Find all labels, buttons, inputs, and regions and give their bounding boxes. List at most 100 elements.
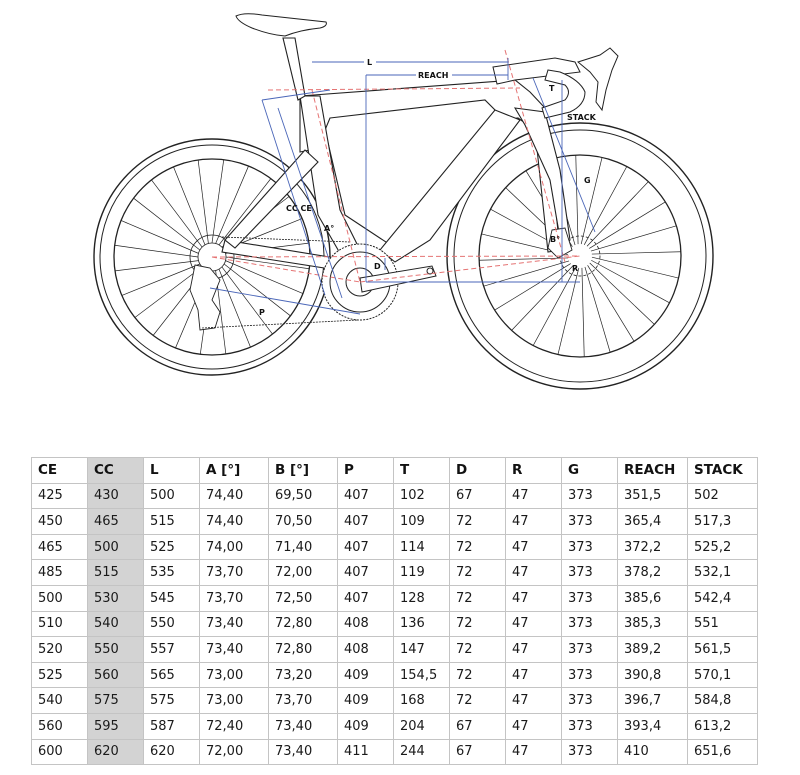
table-cell: 128 (393, 584, 450, 612)
table-cell: 396,7 (617, 687, 688, 714)
table-cell: 47 (505, 482, 562, 510)
table-cell: 465 (31, 533, 88, 561)
dimension-labels: L REACH T STACK G CC CE A° D B° R P (259, 56, 597, 317)
table-cell: 72 (449, 584, 506, 612)
table-cell: 565 (143, 661, 200, 689)
table-cell: 540 (31, 687, 88, 714)
table-cell: 72,80 (268, 636, 338, 663)
column-header-stack: STACK (687, 457, 758, 484)
table-cell: 373 (561, 661, 618, 689)
table-cell: 510 (31, 610, 88, 638)
table-cell: 73,70 (199, 584, 269, 612)
rear-derailleur (189, 264, 221, 331)
table-cell: 584,8 (687, 687, 758, 714)
table-cell: 47 (505, 636, 562, 663)
table-cell: 575 (87, 687, 144, 714)
label-a: A° (324, 224, 334, 233)
table-cell: 67 (449, 738, 506, 766)
table-cell: 373 (561, 584, 618, 612)
table-cell: 73,20 (268, 661, 338, 689)
table-cell: 465 (87, 508, 144, 535)
label-b: B° (550, 235, 560, 244)
table-cell: 373 (561, 508, 618, 535)
table-cell: 373 (561, 738, 618, 766)
table-cell: 542,4 (687, 584, 758, 612)
column-header-ce: CE (31, 457, 88, 484)
label-reach: REACH (418, 71, 448, 80)
table-cell: 407 (337, 508, 394, 535)
table-cell: 47 (505, 687, 562, 714)
table-cell: 525,2 (687, 533, 758, 561)
table-cell: 560 (87, 661, 144, 689)
table-cell: 73,40 (199, 636, 269, 663)
table-cell: 390,8 (617, 661, 688, 689)
table-cell: 365,4 (617, 508, 688, 535)
table-cell: 500 (31, 584, 88, 612)
table-cell: 450 (31, 508, 88, 535)
table-cell: 575 (143, 687, 200, 714)
table-cell: 109 (393, 508, 450, 535)
table-cell: 69,50 (268, 482, 338, 510)
table-cell: 47 (505, 559, 562, 586)
table-cell: 515 (143, 508, 200, 535)
table-cell: 425 (31, 482, 88, 510)
label-g: G (584, 176, 591, 185)
table-cell: 561,5 (687, 636, 758, 663)
table-cell: 47 (505, 610, 562, 638)
table-cell: 373 (561, 712, 618, 740)
table-cell: 67 (449, 482, 506, 510)
table-cell: 613,2 (687, 712, 758, 740)
table-cell: 373 (561, 533, 618, 561)
label-stack: STACK (567, 113, 597, 122)
column-header-a: A [°] (199, 457, 269, 484)
table-cell: 545 (143, 584, 200, 612)
table-cell: 73,40 (268, 712, 338, 740)
bike-geometry-diagram: L REACH T STACK G CC CE A° D B° R P (93, 13, 714, 390)
column-header-p: P (337, 457, 394, 484)
table-cell: 409 (337, 712, 394, 740)
table-cell: 532,1 (687, 559, 758, 586)
table-cell: 550 (143, 610, 200, 638)
label-p: P (259, 308, 265, 317)
table-cell: 550 (87, 636, 144, 663)
saddle (235, 13, 327, 37)
table-cell: 620 (143, 738, 200, 766)
table-cell: 47 (505, 738, 562, 766)
table-cell: 407 (337, 559, 394, 586)
table-cell: 409 (337, 687, 394, 714)
table-cell: 407 (337, 533, 394, 561)
table-cell: 393,4 (617, 712, 688, 740)
table-cell: 551 (687, 610, 758, 638)
table-cell: 500 (87, 533, 144, 561)
table-cell: 587 (143, 712, 200, 740)
table-cell: 651,6 (687, 738, 758, 766)
table-cell: 204 (393, 712, 450, 740)
table-cell: 502 (687, 482, 758, 510)
table-cell: 525 (31, 661, 88, 689)
table-cell: 373 (561, 687, 618, 714)
table-cell: 485 (31, 559, 88, 586)
table-cell: 409 (337, 661, 394, 689)
table-cell: 372,2 (617, 533, 688, 561)
table-cell: 70,50 (268, 508, 338, 535)
table-cell: 373 (561, 636, 618, 663)
table-cell: 47 (505, 584, 562, 612)
table-cell: 540 (87, 610, 144, 638)
table-cell: 515 (87, 559, 144, 586)
table-cell: 47 (505, 508, 562, 535)
table-cell: 72 (449, 533, 506, 561)
chain (201, 236, 359, 329)
table-cell: 72,00 (199, 738, 269, 766)
column-header-reach: REACH (617, 457, 688, 484)
table-cell: 71,40 (268, 533, 338, 561)
table-cell: 47 (505, 533, 562, 561)
label-cc-ce: CC CE (286, 204, 312, 213)
